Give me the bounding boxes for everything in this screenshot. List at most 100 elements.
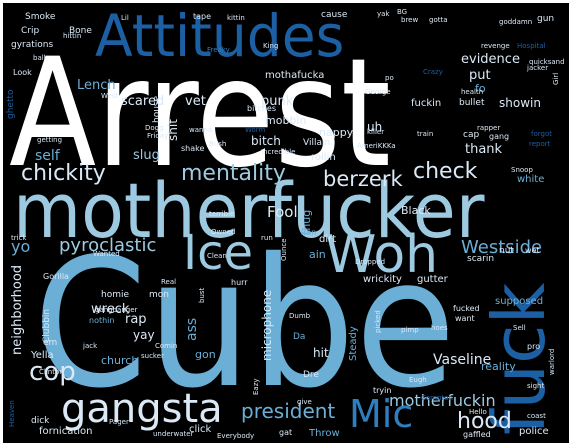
word-crip: Crip: [21, 26, 40, 36]
word-scared: scared: [121, 94, 165, 109]
word-throw: Throw: [309, 428, 340, 439]
word-dropped: Dropped: [355, 258, 386, 266]
word-pimp: pimp: [401, 326, 419, 334]
word-motherfucker: motherfucker: [13, 166, 485, 255]
word-eazy: Eazy: [252, 378, 260, 395]
word-mic: Mic: [349, 392, 414, 436]
word-mobbin: mobbin: [265, 114, 307, 127]
word-sell: Sell: [513, 324, 526, 332]
word-real: Real: [161, 278, 177, 286]
word-black: Black: [401, 204, 431, 217]
word-mon: mon: [149, 290, 169, 300]
word-give: give: [297, 398, 312, 406]
word-bust: bust: [198, 287, 206, 303]
word-snoop: Snoop: [511, 166, 533, 174]
word-nothin: nothin: [89, 316, 115, 325]
word-compton: Compton: [421, 394, 453, 402]
word-sight: sight: [527, 382, 545, 390]
word-bitches: bitches: [247, 104, 276, 113]
word-nappy: nappy: [319, 126, 354, 139]
word-run: run: [261, 234, 273, 242]
word-picked: picked: [374, 310, 382, 333]
word-bitch: bitch: [251, 134, 281, 148]
word-bush: Bush: [209, 140, 227, 148]
word-getting: getting: [37, 136, 63, 144]
word-cap: cap: [463, 130, 480, 140]
word-health: health: [461, 88, 484, 96]
word-showin: showin: [499, 96, 541, 110]
word-villain: Villain: [303, 138, 331, 148]
word-dre: Dre: [303, 370, 319, 380]
word-self: self: [35, 148, 60, 164]
word-underwater: underwater: [153, 430, 194, 438]
word-attitudes: Attitudes: [95, 3, 345, 70]
word-want: want: [455, 314, 475, 323]
word-westside: Westside: [461, 237, 543, 258]
word-dick: dick: [31, 416, 50, 426]
word-hit: hit: [313, 346, 329, 360]
word-yo: yo: [11, 237, 31, 256]
word-uh: uh: [367, 120, 383, 134]
word-goddamn: goddamn: [499, 18, 533, 26]
word-warlord: warlord: [548, 348, 556, 375]
word-terrible: terrible: [209, 210, 235, 218]
word-girl: Girl: [552, 72, 560, 85]
word-ice: Ice: [183, 225, 254, 281]
word-comin: Comin: [155, 342, 178, 350]
word-pro: pro: [527, 342, 541, 351]
word-gutter: gutter: [417, 274, 448, 285]
word-fornication: fornication: [39, 426, 93, 437]
word-mothafucka: mothafucka: [265, 70, 325, 81]
word-shake: shake: [181, 144, 205, 153]
word-evidence: evidence: [461, 52, 520, 67]
word-ball: ball: [33, 54, 46, 62]
word-gotta: gotta: [429, 16, 448, 24]
word-thank: thank: [465, 142, 503, 157]
word-put: put: [469, 68, 491, 83]
word-everybody: Everybody: [217, 432, 255, 440]
word-fool: Fool: [267, 203, 298, 221]
word-rap: rap: [125, 312, 147, 327]
word-yak: yak: [377, 10, 390, 18]
word-owned: Owned: [211, 228, 236, 236]
word-bone: Bone: [69, 26, 92, 36]
word-police: police: [519, 426, 549, 437]
word-trick: trick: [11, 234, 27, 242]
word-hospital: Hospital: [517, 42, 546, 50]
word-tape: tape: [193, 12, 212, 21]
word-amerikkka: AmeriKKKa: [357, 142, 396, 150]
word-dogg: Dogg: [145, 124, 164, 132]
word-gon: gon: [195, 348, 216, 361]
word-gang: gang: [489, 132, 510, 141]
word-ren: Ren: [301, 228, 317, 237]
word-president: president: [241, 399, 336, 423]
word-hurr: hurr: [231, 278, 248, 287]
word-wanna: wanna: [189, 126, 213, 134]
word-ass: ass: [184, 317, 200, 341]
word-ain: ain: [309, 248, 326, 261]
word-wreck: wreck: [91, 302, 130, 317]
word-worm: Worm: [245, 126, 266, 134]
word-cop: cop: [29, 357, 76, 387]
word-forgot: forgot: [531, 130, 552, 138]
word-motherfuckin: motherfuckin: [389, 391, 496, 410]
word-gangsta: gangsta: [61, 386, 223, 432]
word-punk: punk: [261, 94, 294, 109]
word-em: em: [43, 338, 58, 348]
word-gat: gat: [279, 428, 293, 437]
word-bullet: bullet: [459, 98, 485, 108]
word-freaky: Freaky: [207, 46, 230, 54]
word-po: po: [385, 74, 394, 82]
word-vaseline: Vaseline: [433, 352, 492, 368]
word-coast: coast: [527, 412, 546, 420]
word-friday: Friday: [147, 132, 169, 140]
word-slug: slug: [133, 148, 160, 163]
word-hood: hood: [457, 409, 512, 434]
word-kittin: kittin: [227, 14, 245, 22]
word-heaven: Heaven: [8, 400, 16, 427]
word-jack: jack: [83, 342, 98, 350]
word-fucked: fucked: [453, 304, 480, 313]
word-crazy: Crazy: [423, 68, 443, 76]
word-clinton: Clinton: [39, 368, 64, 376]
